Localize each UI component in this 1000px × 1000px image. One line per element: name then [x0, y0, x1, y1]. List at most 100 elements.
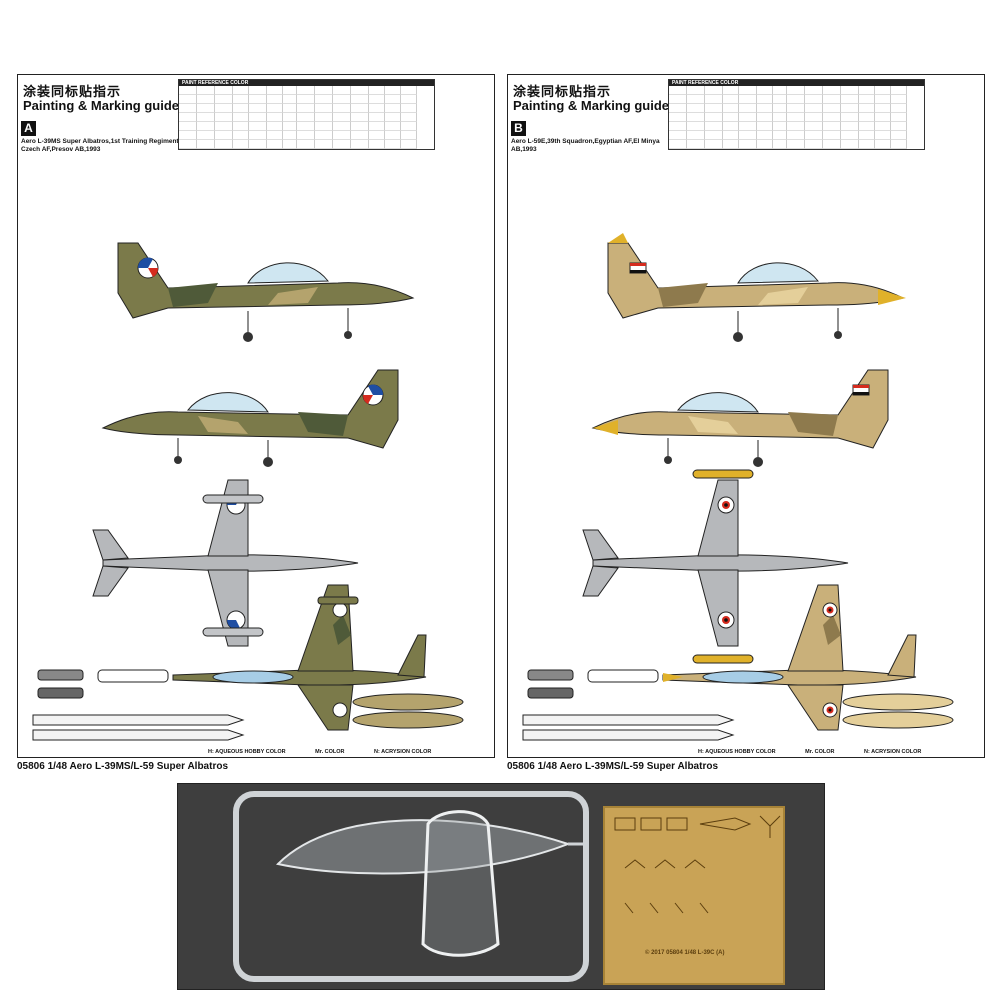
paint-reference-cell	[215, 131, 233, 140]
sheet-title-en: Painting & Marking guide	[23, 98, 180, 113]
paint-reference-cell	[297, 86, 315, 95]
paint-reference-cell	[669, 95, 687, 104]
paint-reference-cell	[705, 131, 723, 140]
paint-reference-cell	[283, 86, 297, 95]
paint-reference-cell	[705, 104, 723, 113]
paint-reference-cell	[805, 104, 823, 113]
paint-reference-cell	[215, 95, 233, 104]
paint-reference-cell	[757, 86, 773, 95]
paint-reference-cell	[385, 140, 401, 149]
paint-reference-cell	[215, 122, 233, 131]
paint-reference-cell	[841, 104, 859, 113]
paint-reference-table: PAINT REFERENCE COLOR	[668, 79, 925, 150]
paint-reference-cell	[823, 86, 841, 95]
paint-reference-cell	[787, 122, 805, 131]
paint-reference-cell	[875, 113, 891, 122]
paint-reference-cell	[787, 86, 805, 95]
paint-reference-cell	[687, 95, 705, 104]
paint-reference-cell	[859, 131, 875, 140]
paint-reference-grid	[669, 86, 924, 149]
paint-reference-cell	[757, 140, 773, 149]
paint-reference-cell	[385, 95, 401, 104]
paint-reference-cell	[233, 113, 249, 122]
paint-reference-cell	[687, 86, 705, 95]
paint-reference-cell	[723, 95, 739, 104]
paint-reference-cell	[859, 140, 875, 149]
paint-reference-cell	[333, 131, 351, 140]
paint-reference-cell	[841, 140, 859, 149]
paint-reference-cell	[197, 95, 215, 104]
stores-drawings-a	[32, 669, 245, 741]
aircraft-side-profile-b	[607, 233, 906, 342]
legend-aqueous: H: AQUEOUS HOBBY COLOR	[208, 749, 286, 755]
paint-reference-cell	[669, 86, 687, 95]
paint-reference-cell	[233, 131, 249, 140]
fret-stamp-text: © 2017 05804 1/48 L-39C (A)	[645, 950, 725, 956]
paint-reference-cell	[283, 131, 297, 140]
paint-reference-cell	[757, 122, 773, 131]
paint-reference-title: PAINT REFERENCE COLOR	[179, 80, 434, 86]
paint-reference-cell	[723, 104, 739, 113]
paint-reference-cell	[805, 113, 823, 122]
paint-reference-cell	[315, 95, 333, 104]
paint-reference-cell	[787, 104, 805, 113]
clear-sprue-drawing	[233, 791, 589, 982]
paint-reference-cell	[297, 140, 315, 149]
paint-reference-cell	[823, 131, 841, 140]
photo-etch-fret: © 2017 05804 1/48 L-39C (A)	[603, 806, 785, 985]
paint-reference-cell	[739, 95, 757, 104]
paint-reference-cell	[687, 104, 705, 113]
paint-reference-cell	[179, 113, 197, 122]
paint-reference-cell	[891, 122, 907, 131]
paint-reference-cell	[875, 104, 891, 113]
paint-reference-cell	[233, 122, 249, 131]
paint-reference-cell	[805, 131, 823, 140]
side-view-profile	[98, 223, 428, 353]
paint-reference-cell	[369, 140, 385, 149]
painting-guide-sheet-a: 涂装同标贴指示 Painting & Marking guide A Aero …	[17, 74, 495, 758]
paint-reference-cell	[249, 113, 267, 122]
scheme-letter-badge: A	[21, 121, 36, 136]
aircraft-underside-b	[582, 469, 849, 664]
paint-reference-cell	[297, 104, 315, 113]
paint-reference-cell	[823, 104, 841, 113]
painting-guide-sheet-b: 涂装同标贴指示 Painting & Marking guide B Aero …	[507, 74, 985, 758]
paint-reference-cell	[369, 122, 385, 131]
paint-reference-cell	[267, 113, 283, 122]
paint-reference-cell	[705, 95, 723, 104]
paint-reference-cell	[267, 122, 283, 131]
paint-reference-cell	[351, 122, 369, 131]
paint-reference-cell	[369, 104, 385, 113]
paint-reference-cell	[805, 95, 823, 104]
paint-reference-cell	[351, 95, 369, 104]
paint-reference-cell	[757, 95, 773, 104]
paint-reference-cell	[669, 104, 687, 113]
paint-reference-cell	[267, 95, 283, 104]
paint-reference-cell	[249, 95, 267, 104]
aircraft-side-profile-a	[117, 242, 415, 342]
paint-reference-cell	[333, 95, 351, 104]
paint-reference-cell	[283, 140, 297, 149]
paint-reference-cell	[385, 113, 401, 122]
paint-reference-cell	[297, 113, 315, 122]
aircraft-top-view-b	[662, 584, 917, 731]
paint-reference-cell	[891, 95, 907, 104]
paint-reference-cell	[723, 140, 739, 149]
paint-reference-cell	[283, 104, 297, 113]
paint-reference-cell	[875, 140, 891, 149]
paint-reference-cell	[739, 104, 757, 113]
paint-reference-cell	[841, 95, 859, 104]
paint-reference-cell	[401, 113, 417, 122]
paint-reference-cell	[705, 140, 723, 149]
sheet-title-en: Painting & Marking guide	[513, 98, 670, 113]
paint-reference-cell	[215, 104, 233, 113]
paint-reference-cell	[687, 140, 705, 149]
paint-reference-cell	[315, 131, 333, 140]
underside-view	[578, 469, 858, 670]
paint-reference-cell	[841, 86, 859, 95]
paint-reference-cell	[385, 86, 401, 95]
paint-reference-cell	[267, 140, 283, 149]
aircraft-top-view-a	[172, 584, 427, 731]
legend-aqueous: H: AQUEOUS HOBBY COLOR	[698, 749, 776, 755]
paint-reference-cell	[805, 140, 823, 149]
